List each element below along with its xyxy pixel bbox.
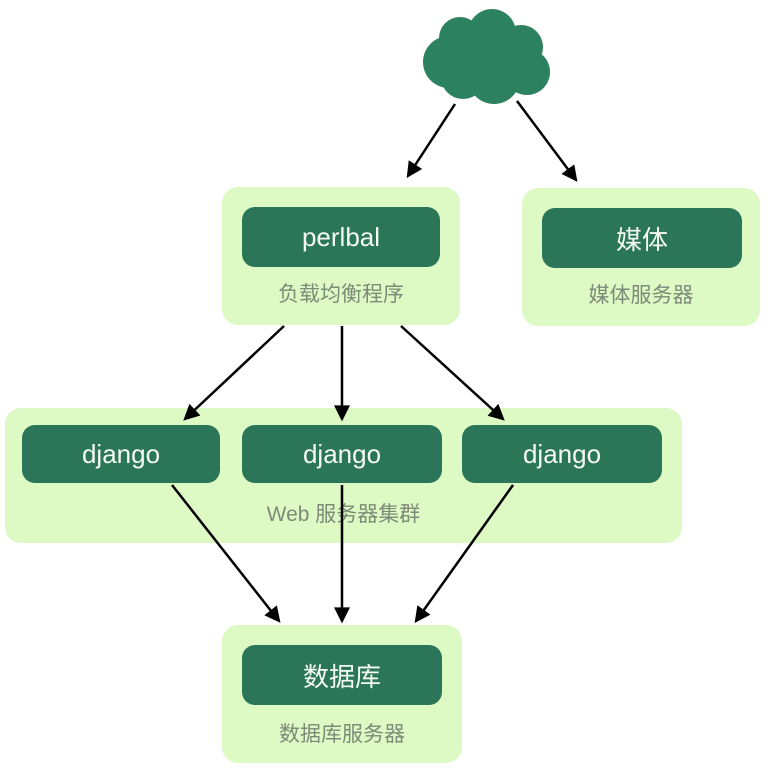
perlbal-node: perlbal xyxy=(242,207,440,267)
django-node-3: django xyxy=(462,425,662,483)
perlbal-node-label: perlbal xyxy=(301,221,381,252)
media-server-group: 媒体 媒体服务器 xyxy=(522,188,760,326)
arrow-perlbal-to-django1 xyxy=(183,325,285,421)
django-node-3-label: django xyxy=(522,438,602,469)
django-node-2: django xyxy=(242,425,442,483)
load-balancer-group: perlbal 负载均衡程序 xyxy=(222,187,460,325)
media-server-caption: 媒体服务器 xyxy=(588,284,694,307)
load-balancer-caption: 负载均衡程序 xyxy=(278,283,404,306)
django-node-2-label: django xyxy=(302,438,382,469)
internet-cloud-icon xyxy=(423,9,550,104)
arrow-perlbal-to-django3 xyxy=(400,325,505,421)
django-node-1-label: django xyxy=(81,438,161,469)
django-node-1: django xyxy=(22,425,220,483)
media-node: 媒体 xyxy=(542,208,742,268)
web-cluster-caption: Web 服务器集群 xyxy=(266,503,421,526)
database-group: 数据库 数据库服务器 xyxy=(222,625,462,763)
web-cluster-group: django django django Web 服务器集群 xyxy=(5,408,682,543)
database-server-caption: 数据库服务器 xyxy=(279,723,405,746)
media-node-label: 媒体 xyxy=(615,224,668,255)
database-node: 数据库 xyxy=(242,645,442,705)
arrow-cloud-to-perlbal xyxy=(406,103,457,179)
database-node-label: 数据库 xyxy=(302,661,381,692)
arrow-cloud-to-media xyxy=(515,100,578,182)
